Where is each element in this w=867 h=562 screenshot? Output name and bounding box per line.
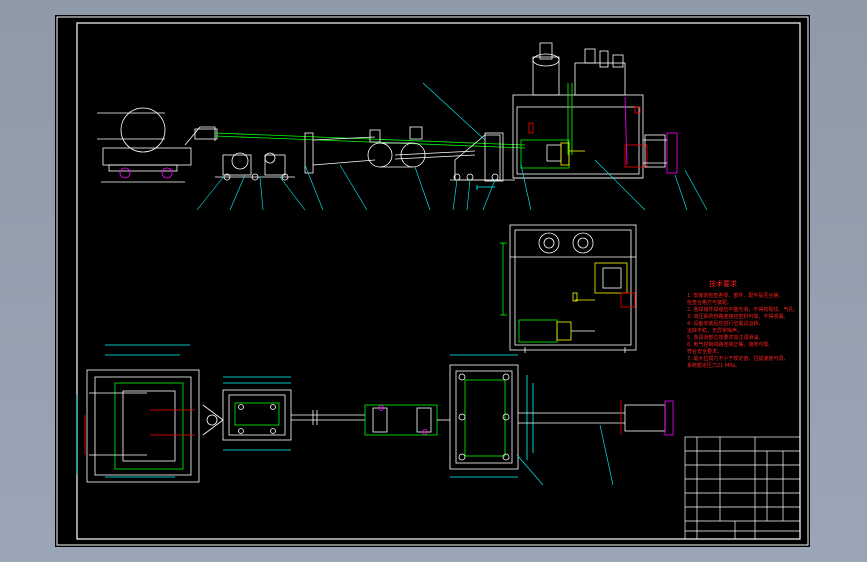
- outer-frame: [56, 16, 809, 546]
- drawing-canvas[interactable]: 技术要求 1. 安装前检查各零、部件、配件是否合格， 检查合格方可装配。 2. …: [55, 15, 810, 547]
- elevation-view: [97, 42, 708, 211]
- note-line: 运转平稳，无异常噪声。: [687, 327, 742, 334]
- hydraulic-station: [512, 42, 678, 179]
- note-line: 2. 各焊接件焊缝应平整光滑，不得有裂纹、气孔。: [687, 306, 798, 313]
- note-line: 6. 电气控制线路连接正确，接地可靠，: [687, 341, 773, 348]
- note-line: 7. 最大拉拔力不小于规定值，拉拔速度可调，: [687, 355, 788, 362]
- note-line: 符合安全要求。: [687, 348, 722, 355]
- note-line: 检查合格方可装配。: [687, 299, 732, 306]
- pulley-pedestal: [215, 152, 295, 181]
- inner-frame: [76, 22, 801, 540]
- plan-view: [76, 344, 674, 486]
- notes-title: 技术要求: [709, 279, 737, 288]
- title-block: [684, 436, 801, 540]
- note-line: 5. 各润滑部位按要求加注润滑油。: [687, 334, 763, 341]
- note-line: 3. 液压系统管路连接应密封可靠，不得渗漏。: [687, 313, 788, 320]
- drawing-sheet[interactable]: 技术要求 1. 安装前检查各零、部件、配件是否合格， 检查合格方可装配。 2. …: [55, 15, 810, 547]
- note-line: 系统额定压力21 MPa。: [687, 362, 740, 369]
- note-line: 1. 安装前检查各零、部件、配件是否合格，: [687, 292, 783, 299]
- hydraulic-plan-view: [500, 224, 637, 353]
- technical-notes: 技术要求 1. 安装前检查各零、部件、配件是否合格， 检查合格方可装配。 2. …: [687, 279, 798, 369]
- cart-assembly: [97, 107, 218, 183]
- note-line: 4. 设备安装后应进行空载试运转，: [687, 320, 763, 327]
